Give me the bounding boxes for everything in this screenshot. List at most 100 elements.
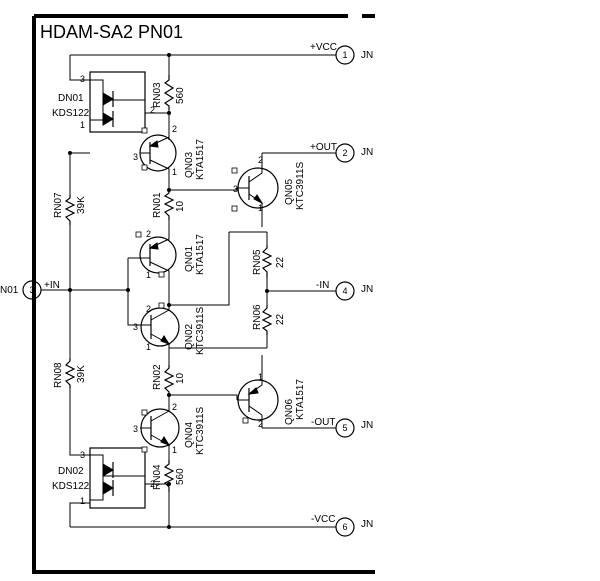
connector-1: 1 JN +VCC <box>310 42 373 65</box>
wire-input <box>41 257 140 326</box>
svg-text:KTA1517: KTA1517 <box>195 139 206 180</box>
svg-text:KTC3911S: KTC3911S <box>195 406 206 455</box>
connector-6: 6 JN -VCC <box>311 514 373 537</box>
svg-text:560: 560 <box>175 468 186 485</box>
svg-text:RN06: RN06 <box>252 304 263 330</box>
svg-text:1: 1 <box>342 50 347 60</box>
transistor-qn06: 1 2 QN06 KTA1517 <box>237 372 306 429</box>
svg-text:2: 2 <box>150 479 155 489</box>
connector-2: 2 JN +OUT <box>310 142 373 163</box>
svg-text:2: 2 <box>258 419 263 429</box>
svg-text:2: 2 <box>172 124 177 134</box>
svg-text:1: 1 <box>258 372 263 382</box>
svg-text:JN: JN <box>361 284 373 295</box>
svg-text:-VCC: -VCC <box>311 514 335 525</box>
svg-text:KDS122: KDS122 <box>52 481 90 492</box>
svg-text:2: 2 <box>342 148 347 158</box>
svg-text:2: 2 <box>146 229 151 239</box>
transistor-qn03: 3 2 1 QN03 KTA1517 <box>133 124 206 180</box>
wire-diode-top <box>70 112 169 154</box>
diode-dn01: 3 1 2 DN01 KDS122 <box>52 71 155 133</box>
svg-text:KTA1517: KTA1517 <box>195 234 206 275</box>
svg-text:RN01: RN01 <box>152 192 163 218</box>
svg-text:-IN: -IN <box>316 280 329 291</box>
svg-text:2: 2 <box>150 105 155 115</box>
transistor-qn01: 2 1 QN01 KTA1517 <box>135 229 206 280</box>
transistor-qn05: 3 2 1 QN05 KTC3911S <box>231 155 306 213</box>
svg-text:2: 2 <box>172 402 177 412</box>
svg-text:3: 3 <box>133 424 138 434</box>
board-outline <box>32 14 375 574</box>
svg-text:RN07: RN07 <box>53 192 64 218</box>
svg-text:JN: JN <box>361 147 373 158</box>
svg-text:+IN: +IN <box>44 280 60 291</box>
svg-text:DN02: DN02 <box>58 466 84 477</box>
wire-plus-out <box>169 152 336 227</box>
svg-text:RN05: RN05 <box>252 249 263 275</box>
resistor-rn02: RN02 10 <box>152 364 186 395</box>
svg-text:RN03: RN03 <box>152 82 163 108</box>
svg-text:+OUT: +OUT <box>310 142 337 153</box>
svg-text:RN08: RN08 <box>53 362 64 388</box>
svg-text:JN: JN <box>361 519 373 530</box>
svg-text:10: 10 <box>175 372 186 384</box>
svg-text:QN03: QN03 <box>184 151 195 178</box>
svg-text:5: 5 <box>342 423 347 433</box>
resistor-rn06: RN06 22 <box>252 304 286 335</box>
svg-text:QN06: QN06 <box>284 398 295 425</box>
svg-text:QN05: QN05 <box>284 178 295 205</box>
svg-text:3: 3 <box>133 322 138 332</box>
svg-text:39K: 39K <box>76 365 87 383</box>
svg-text:1: 1 <box>146 342 151 352</box>
resistor-rn01: RN01 10 <box>152 190 186 220</box>
svg-text:39K: 39K <box>76 196 87 214</box>
svg-text:3: 3 <box>80 74 85 84</box>
svg-text:3: 3 <box>133 152 138 162</box>
svg-text:4: 4 <box>342 286 347 296</box>
svg-text:3: 3 <box>80 450 85 460</box>
svg-text:2: 2 <box>146 304 151 314</box>
svg-text:1: 1 <box>172 445 177 455</box>
transistor-qn04: 3 2 1 QN04 KTC3911S <box>133 402 206 455</box>
svg-text:QN04: QN04 <box>184 421 195 448</box>
svg-text:6: 6 <box>342 522 347 532</box>
svg-text:1: 1 <box>258 203 263 213</box>
svg-text:KTC3911S: KTC3911S <box>195 306 206 355</box>
svg-text:QN01: QN01 <box>184 245 195 272</box>
resistor-rn04: RN04 560 <box>152 460 186 492</box>
svg-text:RN04: RN04 <box>152 464 163 490</box>
svg-text:1: 1 <box>146 270 151 280</box>
board-title: HDAM-SA2 PN01 <box>40 22 183 42</box>
svg-text:2: 2 <box>258 155 263 165</box>
svg-text:JN: JN <box>361 420 373 431</box>
svg-text:1: 1 <box>172 167 177 177</box>
svg-text:N01: N01 <box>0 285 19 296</box>
wire-minus-out <box>169 355 336 429</box>
svg-text:DN01: DN01 <box>58 93 84 104</box>
svg-text:-OUT: -OUT <box>311 417 335 428</box>
connector-5: 5 JN -OUT <box>311 417 373 438</box>
svg-text:RN02: RN02 <box>152 364 163 390</box>
svg-text:3: 3 <box>29 285 34 295</box>
resistor-rn03: RN03 560 <box>152 75 186 110</box>
wire-vcc-rail <box>69 54 336 81</box>
resistor-rn08: RN08 39K <box>53 358 87 388</box>
connector-4: 4 JN -IN <box>316 280 373 301</box>
resistor-rn07: RN07 39K <box>53 192 87 225</box>
svg-text:KTA1517: KTA1517 <box>295 379 306 420</box>
diode-dn02: 3 1 2 DN02 KDS122 <box>52 447 155 509</box>
svg-text:10: 10 <box>175 200 186 212</box>
svg-text:1: 1 <box>80 120 85 130</box>
svg-text:3: 3 <box>233 184 238 194</box>
svg-text:+VCC: +VCC <box>310 42 337 53</box>
svg-text:QN02: QN02 <box>184 323 195 350</box>
svg-text:KTC3911S: KTC3911S <box>295 161 306 210</box>
svg-text:1: 1 <box>80 496 85 506</box>
svg-text:JN: JN <box>361 50 373 61</box>
svg-text:560: 560 <box>175 87 186 104</box>
svg-text:22: 22 <box>275 313 286 325</box>
junction-dots <box>68 53 269 529</box>
wire-negvcc-rail <box>69 502 336 528</box>
transistor-qn02: 2 1 3 QN02 KTC3911S <box>133 300 206 355</box>
